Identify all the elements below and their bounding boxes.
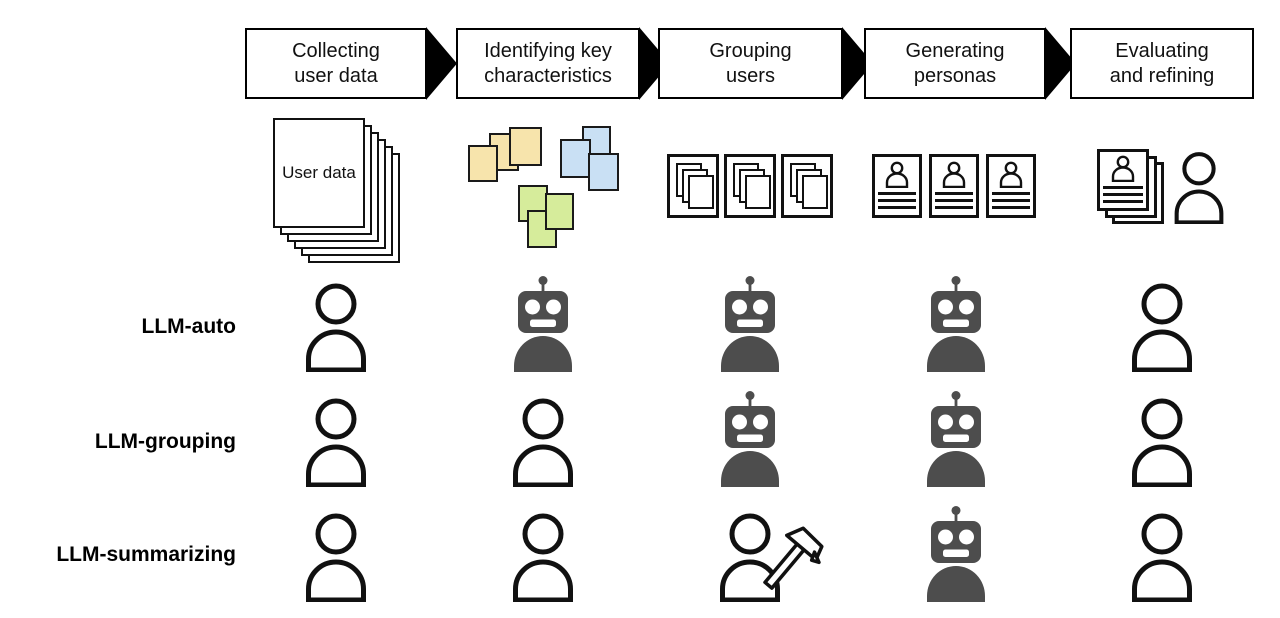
text-line xyxy=(1103,186,1143,189)
text-line xyxy=(935,206,973,209)
grid-cell xyxy=(304,506,368,603)
text-line xyxy=(878,192,916,195)
grid-cell xyxy=(1130,391,1194,488)
stage-label-line: characteristics xyxy=(484,64,612,87)
text-line xyxy=(878,199,916,202)
stage-box-collecting: Collecting user data xyxy=(245,28,427,99)
grid-cell xyxy=(718,391,782,487)
grid-cell xyxy=(924,391,988,487)
text-line xyxy=(992,199,1030,202)
grid-cell xyxy=(511,391,575,488)
flow-arrow-icon xyxy=(426,27,457,100)
persona-card-orange xyxy=(872,154,922,218)
sticky-note-blue xyxy=(560,139,591,178)
document-page xyxy=(688,175,714,209)
sticky-note-orange xyxy=(509,127,542,166)
stage-label-line: personas xyxy=(913,64,997,87)
grid-cell xyxy=(1130,276,1194,373)
persona-card-green xyxy=(986,154,1036,218)
human-icon xyxy=(306,283,366,373)
human-icon xyxy=(306,398,366,488)
stage-label-line: Evaluating xyxy=(1115,39,1209,62)
stage-box-grouping: Grouping users xyxy=(658,28,843,99)
stage-box-evaluating: Evaluating and refining xyxy=(1070,28,1254,99)
human-with-hammer-icon xyxy=(720,513,824,603)
person-icon xyxy=(942,161,966,188)
stage-label-line: Collecting xyxy=(292,39,380,62)
robot-icon xyxy=(721,276,779,372)
human-icon xyxy=(513,398,573,488)
grid-cell xyxy=(511,276,575,372)
robot-icon xyxy=(927,276,985,372)
stage-label-line: Identifying key xyxy=(484,39,612,62)
sticky-note-green xyxy=(545,193,574,230)
stage-label-line: user data xyxy=(294,64,378,87)
hammer-icon xyxy=(763,526,824,590)
grid-cell xyxy=(304,276,368,373)
text-line xyxy=(935,192,973,195)
document-page-front: User data xyxy=(273,118,365,228)
user-group-orange xyxy=(667,154,719,218)
user-data-label: User data xyxy=(282,163,356,182)
text-line xyxy=(1103,193,1143,196)
person-icon xyxy=(999,161,1023,188)
stage-label-line: Grouping xyxy=(709,39,792,62)
grid-cell xyxy=(511,506,575,603)
stage-label-line: users xyxy=(726,64,775,87)
grid-cell xyxy=(1130,506,1194,603)
row-label-llm-summarizing: LLM-summarizing xyxy=(56,543,236,566)
grid-cell xyxy=(718,506,824,603)
row-label-llm-grouping: LLM-grouping xyxy=(94,430,236,453)
robot-icon xyxy=(721,391,779,487)
document-page xyxy=(745,175,771,209)
persona-card-blue xyxy=(929,154,979,218)
robot-icon xyxy=(514,276,572,372)
text-line xyxy=(992,192,1030,195)
user-group-blue xyxy=(724,154,776,218)
human-icon xyxy=(306,513,366,603)
stage-box-identifying: Identifying key characteristics xyxy=(456,28,640,99)
human-icon xyxy=(1132,513,1192,603)
persona-card-orange xyxy=(1097,149,1149,211)
robot-icon xyxy=(927,506,985,602)
grid-cell xyxy=(718,276,782,372)
grid-cell xyxy=(924,276,988,372)
stage-label-line: and refining xyxy=(1109,64,1215,87)
reviewer-human-icon xyxy=(1174,152,1224,224)
human-icon xyxy=(1132,283,1192,373)
stage-box-generating: Generating personas xyxy=(864,28,1046,99)
human-icon xyxy=(513,513,573,603)
text-line xyxy=(878,206,916,209)
person-icon xyxy=(885,161,909,188)
person-icon xyxy=(1111,155,1135,182)
text-line xyxy=(1103,200,1143,203)
text-line xyxy=(992,206,1030,209)
document-page xyxy=(802,175,828,209)
grid-cell xyxy=(924,506,988,602)
robot-icon xyxy=(927,391,985,487)
sticky-note-orange xyxy=(468,145,498,182)
sticky-note-blue xyxy=(588,153,619,191)
grid-cell xyxy=(304,391,368,488)
human-icon xyxy=(1132,398,1192,488)
row-label-llm-auto: LLM-auto xyxy=(141,315,236,338)
text-line xyxy=(935,199,973,202)
user-group-green xyxy=(781,154,833,218)
stage-label-line: Generating xyxy=(905,39,1005,62)
